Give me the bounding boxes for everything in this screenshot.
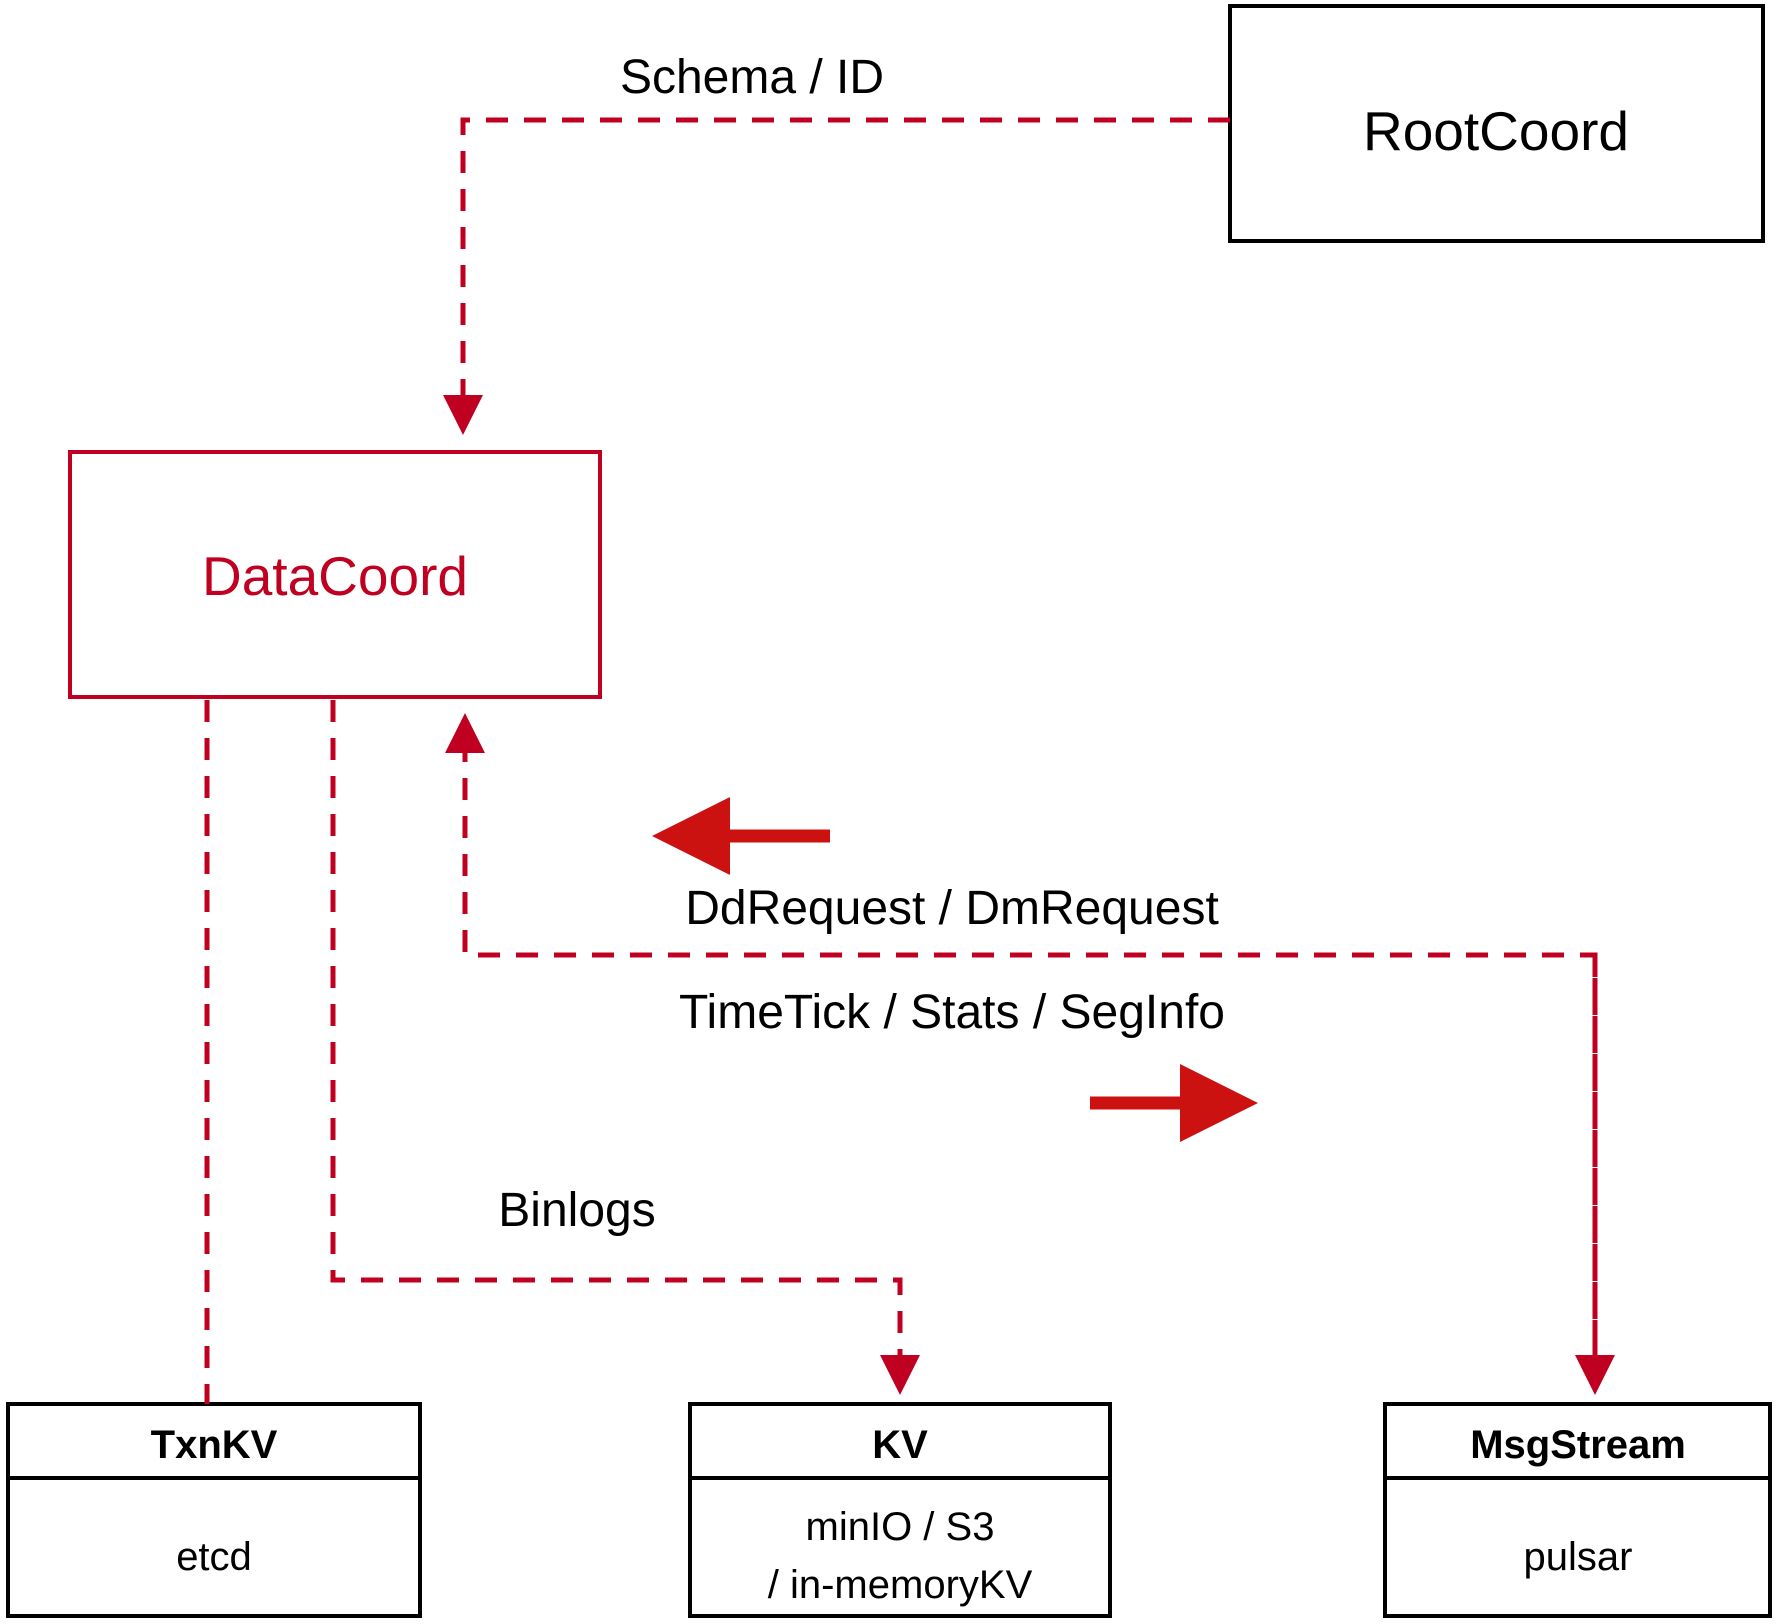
edge-ddrequest-label: DdRequest / DmRequest (685, 882, 1219, 935)
node-rootcoord: RootCoord (1228, 4, 1765, 243)
edge-datacoord-kv: Binlogs (330, 700, 920, 1395)
node-txnkv: TxnKV etcd (6, 1402, 422, 1618)
node-msgstream-label: MsgStream (1470, 1423, 1686, 1467)
edge-schema-id-label: Schema / ID (620, 51, 884, 104)
node-txnkv-sublabel: etcd (176, 1535, 252, 1579)
node-kv-label: KV (872, 1423, 928, 1467)
node-datacoord-label: DataCoord (202, 545, 468, 607)
node-kv-sublabel-line1: minIO / S3 (806, 1505, 995, 1549)
node-kv-sublabel-line2: / in-memoryKV (768, 1563, 1033, 1607)
node-kv: KV minIO / S3 / in-memoryKV (688, 1402, 1112, 1618)
node-msgstream: MsgStream pulsar (1383, 1402, 1772, 1618)
edge-binlogs-label: Binlogs (498, 1184, 655, 1237)
node-msgstream-sublabel: pulsar (1524, 1535, 1633, 1579)
edge-schema-id: Schema / ID (443, 51, 1230, 435)
node-rootcoord-label: RootCoord (1363, 100, 1629, 162)
node-datacoord: DataCoord (68, 450, 602, 699)
node-txnkv-label: TxnKV (151, 1423, 278, 1467)
edge-msgstream-datacoord: DdRequest / DmRequest TimeTick / Stats /… (445, 713, 1615, 1395)
edge-timetick-label: TimeTick / Stats / SegInfo (679, 986, 1225, 1039)
